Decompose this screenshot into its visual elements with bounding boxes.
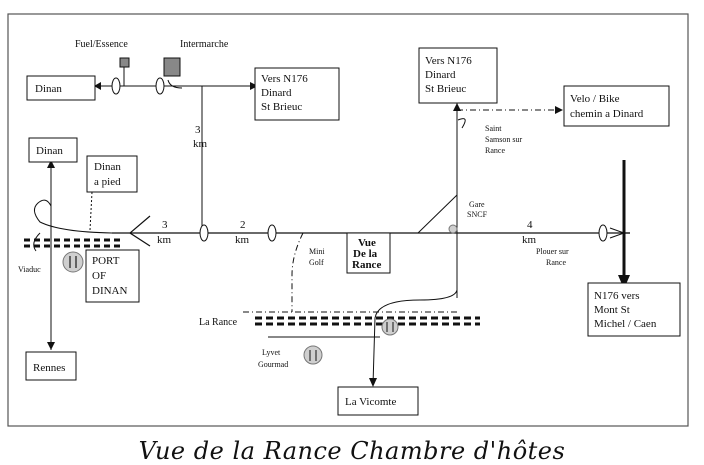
road-diagonal-gare: [417, 194, 458, 234]
fuel-station-icon: [119, 57, 130, 68]
label-km4-unit: km: [522, 234, 537, 246]
roundabout: [267, 224, 277, 242]
roundabout: [155, 77, 165, 95]
label-mini-golf-1: Mini: [309, 247, 325, 256]
label-km4-num: 4: [527, 219, 533, 231]
label-vue-2: De la: [353, 248, 378, 260]
arrow-down-vicomte: [369, 378, 377, 387]
label-n176-3: Michel / Caen: [594, 318, 657, 330]
box-vue-de-la-rance: [346, 232, 391, 274]
road-vicomte: [372, 289, 458, 386]
label-viaduc: Viaduc: [18, 265, 41, 274]
label-dinan-left: Dinan: [36, 145, 63, 157]
label-km3-vertical-unit: km: [193, 138, 208, 150]
label-saint-samson-3: Rance: [485, 146, 505, 155]
label-port-2: OF: [92, 270, 106, 282]
label-intermarche: Intermarche: [180, 39, 229, 50]
label-vers-n176-right-2: Dinard: [425, 69, 456, 81]
label-vers-n176-left-2: Dinard: [261, 87, 292, 99]
label-fuel: Fuel/Essence: [75, 39, 128, 50]
label-vers-n176-left-1: Vers N176: [261, 73, 308, 85]
restaurant-icon: [62, 251, 84, 273]
label-vers-n176-left-3: St Brieuc: [261, 101, 302, 113]
label-vue-1: Vue: [358, 237, 376, 249]
label-saint-samson-1: Saint: [485, 124, 502, 133]
path-mini-golf: [291, 232, 304, 312]
label-n176-2: Mont St: [594, 304, 630, 316]
restaurant-icon: [381, 318, 399, 336]
label-km2-unit: km: [235, 234, 250, 246]
label-velo-2: chemin a Dinard: [570, 108, 644, 120]
label-la-rance: La Rance: [199, 317, 238, 328]
arrow-up-n176: [453, 103, 461, 111]
arrow-down-mont-st-michel: [618, 275, 630, 289]
label-port-3: DINAN: [92, 285, 127, 297]
label-vers-n176-right-3: St Brieuc: [425, 83, 466, 95]
label-km2-num: 2: [240, 219, 246, 231]
label-vers-n176-right-1: Vers N176: [425, 55, 472, 67]
train-station-icon: [448, 224, 458, 234]
box-la-vicomte: [337, 386, 419, 416]
label-lyvet-1: Lyvet: [262, 348, 281, 357]
label-dinan-pied-2: a pied: [94, 176, 121, 188]
label-gare-2: SNCF: [467, 210, 488, 219]
label-velo-1: Velo / Bike: [570, 93, 620, 105]
box-dinan-top: [26, 75, 96, 101]
box-port-of-dinan: [85, 249, 140, 303]
arrow-up-dinan: [47, 160, 55, 168]
box-vers-n176-right: [418, 47, 498, 104]
box-dinan-a-pied: [86, 155, 138, 193]
label-plouer-2: Rance: [546, 258, 566, 267]
arrow-right-velo: [555, 106, 563, 114]
box-dinan-left: [28, 137, 78, 163]
road-curve-samson: [457, 118, 466, 129]
box-rennes: [25, 351, 77, 381]
supermarket-icon: [163, 57, 181, 77]
label-mini-golf-2: Golf: [309, 258, 324, 267]
restaurant-icon: [303, 345, 323, 365]
roundabout: [199, 224, 209, 242]
road-curve: [33, 232, 41, 252]
label-lyvet-2: Gourmad: [258, 360, 288, 369]
map-frame: [7, 13, 689, 427]
label-plouer-1: Plouer sur: [536, 247, 569, 256]
label-port-1: PORT: [92, 255, 120, 267]
road-intermarche-spur: [167, 79, 183, 89]
label-dinan-top: Dinan: [35, 83, 62, 95]
label-km3-h-num: 3: [162, 219, 168, 231]
box-velo: [563, 85, 670, 127]
road-join: [609, 227, 626, 239]
label-km3-vertical-num: 3: [195, 124, 201, 136]
label-vue-3: Rance: [352, 259, 381, 271]
label-gare-1: Gare: [469, 200, 485, 209]
arrow-left-dinan: [94, 82, 101, 90]
path-dinan-a-pied: [89, 191, 93, 231]
label-vicomte: La Vicomte: [345, 396, 396, 408]
road-loop: [34, 199, 113, 234]
label-saint-samson-2: Samson sur: [485, 135, 522, 144]
page-caption: Vue de la Rance Chambre d'hôtes: [138, 437, 566, 465]
roundabout: [598, 224, 608, 242]
arrow-down-rennes: [47, 342, 55, 350]
box-n176-mont-st-michel: [587, 282, 681, 337]
box-vers-n176-left: [254, 67, 340, 121]
arrow-right-n176: [250, 82, 258, 90]
label-dinan-pied-1: Dinan: [94, 161, 121, 173]
label-n176-1: N176 vers: [594, 290, 640, 302]
road-chevron-west: [128, 215, 151, 247]
roundabout: [111, 77, 121, 95]
label-km3-h-unit: km: [157, 234, 172, 246]
label-rennes: Rennes: [33, 362, 65, 374]
